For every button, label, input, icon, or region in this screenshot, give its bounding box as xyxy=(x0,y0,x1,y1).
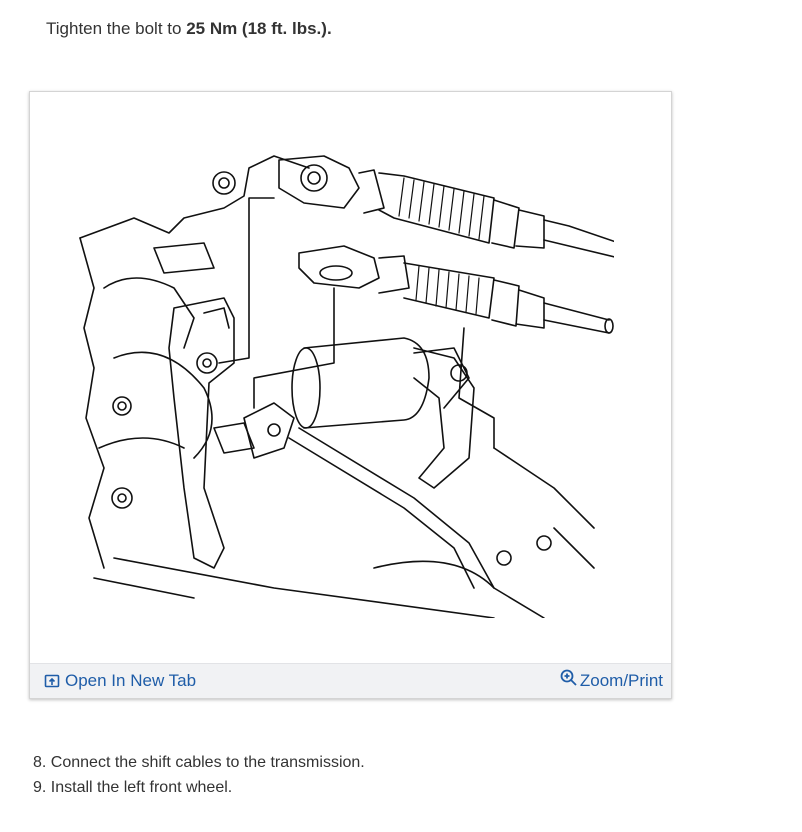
figure-panel: Open In New Tab Zoom/Print xyxy=(29,91,672,699)
zoom-icon xyxy=(560,669,577,686)
figure-toolbar: Open In New Tab Zoom/Print xyxy=(30,663,671,698)
steps-list: 8. Connect the shift cables to the trans… xyxy=(33,750,365,800)
zoom-print-label: Zoom/Print xyxy=(579,671,663,690)
torque-spec: 25 Nm (18 ft. lbs.) xyxy=(186,19,327,38)
step-8: 8. Connect the shift cables to the trans… xyxy=(33,750,365,775)
instruction-suffix: . xyxy=(326,19,332,38)
shift-cable-diagram xyxy=(79,155,614,618)
zoom-print-link[interactable]: Zoom/Print xyxy=(560,669,663,691)
step-text: Install the left front wheel. xyxy=(50,779,233,796)
instruction-prefix: Tighten the bolt to xyxy=(46,19,187,38)
instruction-text: Tighten the bolt to 25 Nm (18 ft. lbs.). xyxy=(46,19,332,39)
step-number: 9. xyxy=(33,779,47,796)
open-new-tab-link[interactable]: Open In New Tab xyxy=(44,671,196,691)
step-text: Connect the shift cables to the transmis… xyxy=(50,754,365,771)
step-number: 8. xyxy=(33,754,47,771)
open-new-tab-icon xyxy=(44,674,60,688)
open-new-tab-label: Open In New Tab xyxy=(65,671,197,690)
step-9: 9. Install the left front wheel. xyxy=(33,775,365,800)
